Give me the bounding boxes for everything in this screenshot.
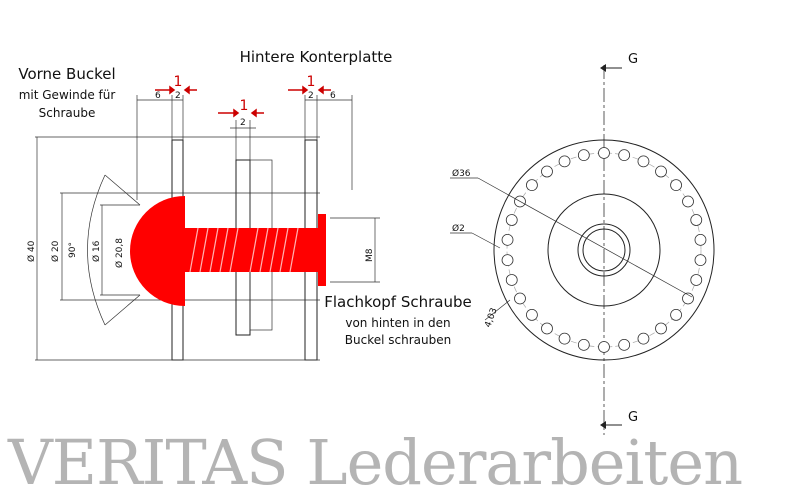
dim-angle: 90° <box>68 242 78 258</box>
screw-label-2: von hinten in den <box>345 316 450 330</box>
hole <box>637 155 650 168</box>
hole <box>682 292 694 305</box>
hole <box>598 341 610 353</box>
dim-d40: Ø 40 <box>26 240 37 262</box>
hole <box>690 214 703 226</box>
hole <box>618 149 631 162</box>
dim-gap-front: 6 <box>155 91 161 101</box>
dim-d16: Ø 16 <box>91 240 102 262</box>
screw-head <box>318 214 326 286</box>
hole <box>694 233 707 246</box>
hole <box>505 214 518 226</box>
section-marker-bottom: G <box>628 410 638 425</box>
side-view: 1 1 1 6 2 2 2 6 Ø 40 Ø 20 90° Ø 16 Ø 20,… <box>18 48 472 361</box>
thickness-arrows <box>155 85 331 118</box>
screw-label-1: Flachkopf Schraube <box>324 293 472 311</box>
hole <box>690 274 703 286</box>
hole <box>501 233 514 246</box>
rear-plate-label: Hintere Konterplatte <box>240 48 393 66</box>
hole <box>501 254 514 267</box>
screw-shaft <box>185 228 320 272</box>
hole <box>682 195 694 208</box>
hole <box>541 165 553 178</box>
hole <box>514 292 526 305</box>
hole <box>526 309 538 321</box>
outer-circle <box>493 139 715 361</box>
hole <box>577 338 590 351</box>
front-title-1: Vorne Buckel <box>18 65 115 83</box>
hole <box>670 309 682 321</box>
hole <box>694 254 707 267</box>
hole <box>505 274 518 286</box>
hole <box>670 179 682 191</box>
dim-d36: Ø36 <box>452 168 471 179</box>
dim-d20: Ø 20 <box>50 240 61 262</box>
section-marker-top: G <box>628 52 638 67</box>
dim-gap-mid: 2 <box>240 118 246 128</box>
hole <box>577 149 590 162</box>
hole <box>637 332 650 345</box>
dim-gap-front-2: 2 <box>175 91 181 101</box>
thickness-mid: 1 <box>240 98 249 114</box>
dim-d208: Ø 20,8 <box>114 238 125 268</box>
hole <box>526 179 538 191</box>
dim-gap-rear-2: 6 <box>330 91 336 101</box>
hole <box>598 147 610 159</box>
front-view: Ø36 Ø2 4,03 G G <box>450 52 715 435</box>
thickness-rear: 1 <box>307 74 316 90</box>
hole <box>655 165 667 178</box>
dim-d2: Ø2 <box>452 223 465 234</box>
front-title-2: mit Gewinde für <box>19 88 116 102</box>
hole-ring <box>501 147 707 353</box>
dim-gap-rear: 2 <box>308 91 314 101</box>
hole <box>618 338 631 351</box>
hole <box>558 332 571 345</box>
dome-buckle <box>130 196 185 306</box>
dim-pitch: 4,03 <box>483 307 499 329</box>
hole <box>655 322 667 335</box>
hole <box>541 322 553 335</box>
screw-label-3: Buckel schrauben <box>345 333 451 347</box>
front-title-3: Schraube <box>39 106 96 120</box>
dim-m8: M8 <box>365 248 375 262</box>
watermark: VERITAS Lederarbeiten <box>7 426 743 488</box>
hole <box>558 155 571 168</box>
thickness-front: 1 <box>174 74 183 90</box>
